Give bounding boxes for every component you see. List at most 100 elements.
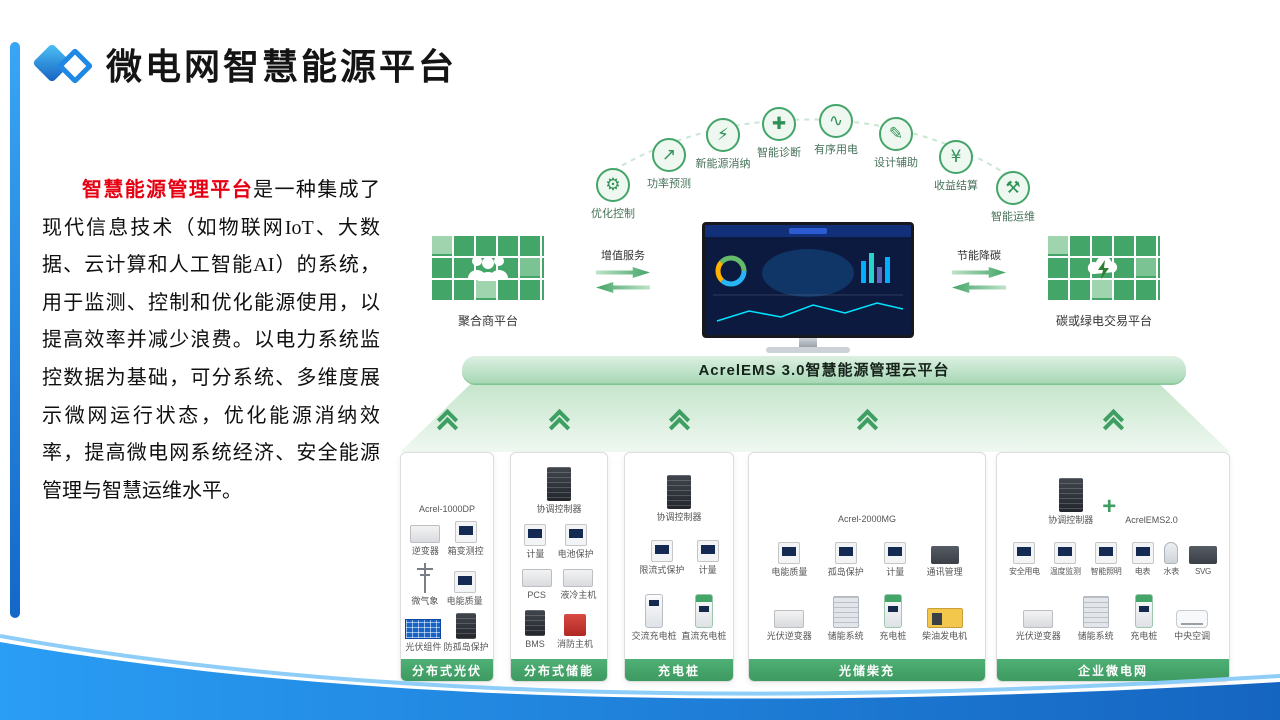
device-label: 电表 — [1134, 567, 1151, 577]
device-label: 液冷主机 — [560, 589, 597, 600]
meter-figure — [650, 540, 673, 563]
feature-label: 智能诊断 — [757, 147, 801, 159]
card-row: 微气象电能质量 — [403, 562, 491, 606]
device-item: + — [1101, 492, 1117, 525]
pile-green-figure — [694, 593, 713, 628]
device-item: 光伏逆变器 — [1016, 610, 1061, 641]
device-label: 光伏逆变器 — [766, 631, 812, 642]
cabinet-sm-figure — [456, 612, 477, 639]
card-top-devices: Acrel-2000MG — [751, 474, 983, 524]
device-label: 温度监测 — [1049, 567, 1081, 577]
storage-figure — [832, 596, 859, 629]
meter-figure — [454, 520, 477, 543]
cloud-platform-bar: AcrelEMS 3.0智慧能源管理云平台 — [462, 356, 1186, 383]
card-title: 企业微电网 — [997, 659, 1229, 681]
card-row: BMS 消防主机 — [513, 609, 605, 649]
device-label: 协调控制器 — [656, 511, 702, 522]
feature-5: ∿有序用电 — [796, 104, 876, 157]
card-row: 逆变器箱变测控 — [403, 520, 491, 556]
device-item: 微气象 — [411, 562, 438, 606]
device-item: 箱变测控 — [448, 520, 484, 556]
meter-figure — [1054, 542, 1077, 565]
device-item: 逆变器 — [410, 524, 441, 556]
device-item: 交流充电桩 — [631, 593, 677, 641]
device-card-3: 协调控制器限流式保护 计量交流充电桩直流充电桩充电桩 — [624, 452, 734, 682]
device-item: 光伏组件 — [405, 618, 442, 652]
feature-label: 收益结算 — [934, 180, 978, 192]
box-dark-figure — [1188, 546, 1217, 565]
device-label: 柴油发电机 — [922, 631, 968, 642]
meter-figure — [884, 541, 907, 564]
device-item: 水表 — [1164, 542, 1179, 576]
card-top-devices: 协调控制器 — [627, 474, 731, 522]
feature-label: 智能运维 — [991, 211, 1035, 223]
card-top-devices: 协调控制器+AcrelEMS2.0 — [999, 475, 1227, 525]
intro-body: 是一种集成了现代信息技术（如物联网IoT、大数据、云计算和人工智能AI）的系统，… — [42, 179, 381, 502]
device-item: 电能质量 — [446, 570, 483, 606]
device-item: 温度监测 — [1050, 542, 1081, 576]
device-item: 光伏逆变器 — [767, 610, 812, 641]
meter-figure — [1095, 542, 1118, 565]
device-label: 计量 — [698, 565, 717, 576]
card-title: 分布式光伏 — [401, 659, 493, 681]
device-label: 直流充电桩 — [681, 630, 727, 641]
device-item: 消防主机 — [557, 613, 593, 649]
device-label: 电池保护 — [557, 548, 594, 559]
device-label: 光伏组件 — [405, 641, 442, 652]
device-item: PCS — [521, 568, 552, 600]
up-chevrons-icon — [1102, 408, 1124, 440]
device-item: 计量 — [696, 540, 719, 576]
plus-figure: + — [1102, 492, 1117, 520]
carbon-trading-platform-block — [1048, 234, 1160, 300]
card-row: PCS 液冷主机 — [513, 568, 605, 600]
device-label: 充电桩 — [1130, 631, 1158, 642]
up-chevrons-icon — [436, 408, 458, 440]
device-item: BMS — [524, 609, 545, 649]
feature-4: ✚智能诊断 — [739, 107, 819, 160]
arrow-left-icon — [596, 282, 650, 293]
left-flow-label: 增值服务 — [601, 250, 645, 262]
device-item: 电表 — [1131, 542, 1154, 577]
panel-figure — [405, 618, 442, 639]
device-item: 安全用电 — [1009, 542, 1040, 576]
genset-figure — [926, 608, 963, 629]
device-label: 逆变器 — [411, 545, 439, 556]
carbon-trading-platform-label: 碳或绿电交易平台 — [1055, 314, 1152, 328]
device-item: Acrel-1000DP — [419, 464, 475, 514]
device-label: 电能质量 — [771, 566, 808, 577]
meter-figure — [453, 570, 476, 593]
device-label: AcrelEMS2.0 — [1125, 514, 1178, 525]
card-title: 分布式储能 — [511, 659, 607, 681]
pile-green-figure — [883, 594, 902, 629]
revenue-settlement-icon: ¥ — [939, 140, 973, 174]
card-title: 充电桩 — [625, 659, 733, 681]
right-flow-label: 节能降碳 — [957, 250, 1001, 262]
device-label: 电能质量 — [446, 595, 483, 606]
box-figure — [1023, 610, 1054, 629]
feature-label: 设计辅助 — [874, 157, 918, 169]
title-block: 微电网智慧能源平台 — [32, 38, 458, 90]
device-item: 协调控制器 — [656, 474, 702, 522]
box-figure — [774, 610, 805, 629]
dashboard-screen — [702, 222, 914, 338]
device-label: 限流式保护 — [639, 565, 685, 576]
arrow-right-icon — [596, 267, 650, 278]
device-label: SVG — [1194, 567, 1211, 577]
page-title: 微电网智慧能源平台 — [106, 46, 458, 87]
feature-6: ✎设计辅助 — [856, 117, 936, 170]
device-item: 充电桩 — [879, 594, 906, 641]
box-figure — [521, 568, 552, 587]
card-row: 计量 电池保护 — [513, 523, 605, 559]
card-row: 电能质量孤岛保护计量通讯管理 — [751, 541, 983, 577]
device-item: 电能质量 — [771, 541, 808, 577]
device-item: 计量 — [884, 541, 907, 577]
device-label: 孤岛保护 — [827, 566, 864, 577]
device-label: 交流充电桩 — [631, 630, 677, 641]
device-item: 计量 — [524, 523, 547, 559]
power-forecast-icon: ↗ — [652, 138, 686, 172]
device-label: 计量 — [526, 548, 545, 559]
device-label: 储能系统 — [1077, 631, 1114, 642]
device-label: 储能系统 — [827, 631, 864, 642]
